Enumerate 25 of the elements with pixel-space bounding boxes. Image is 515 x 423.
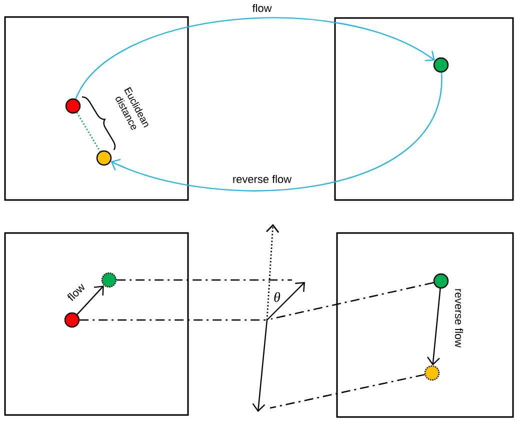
frame-box xyxy=(4,232,189,416)
frame-box xyxy=(336,232,514,418)
frame-box xyxy=(334,17,514,201)
dot xyxy=(433,273,449,289)
connector-line xyxy=(80,319,267,321)
arrow xyxy=(76,286,104,315)
frame-box xyxy=(4,16,189,201)
edge-label: flow xyxy=(67,284,84,301)
dot xyxy=(433,57,449,73)
dot xyxy=(64,312,80,328)
dot xyxy=(65,98,81,114)
angle-label: θ xyxy=(274,292,280,302)
edge-label: flow xyxy=(251,2,273,14)
arrow xyxy=(75,17,435,100)
edge-label: reverse flow xyxy=(454,289,464,348)
dot xyxy=(424,365,440,381)
dot xyxy=(101,272,117,288)
edge-label: reverse flow xyxy=(231,174,293,184)
connector-line xyxy=(270,282,434,320)
connector-line xyxy=(116,279,292,281)
arrow xyxy=(427,288,441,366)
connector-line xyxy=(270,374,425,409)
dot xyxy=(96,150,112,166)
connector-line xyxy=(76,112,101,152)
arrow xyxy=(110,72,442,192)
